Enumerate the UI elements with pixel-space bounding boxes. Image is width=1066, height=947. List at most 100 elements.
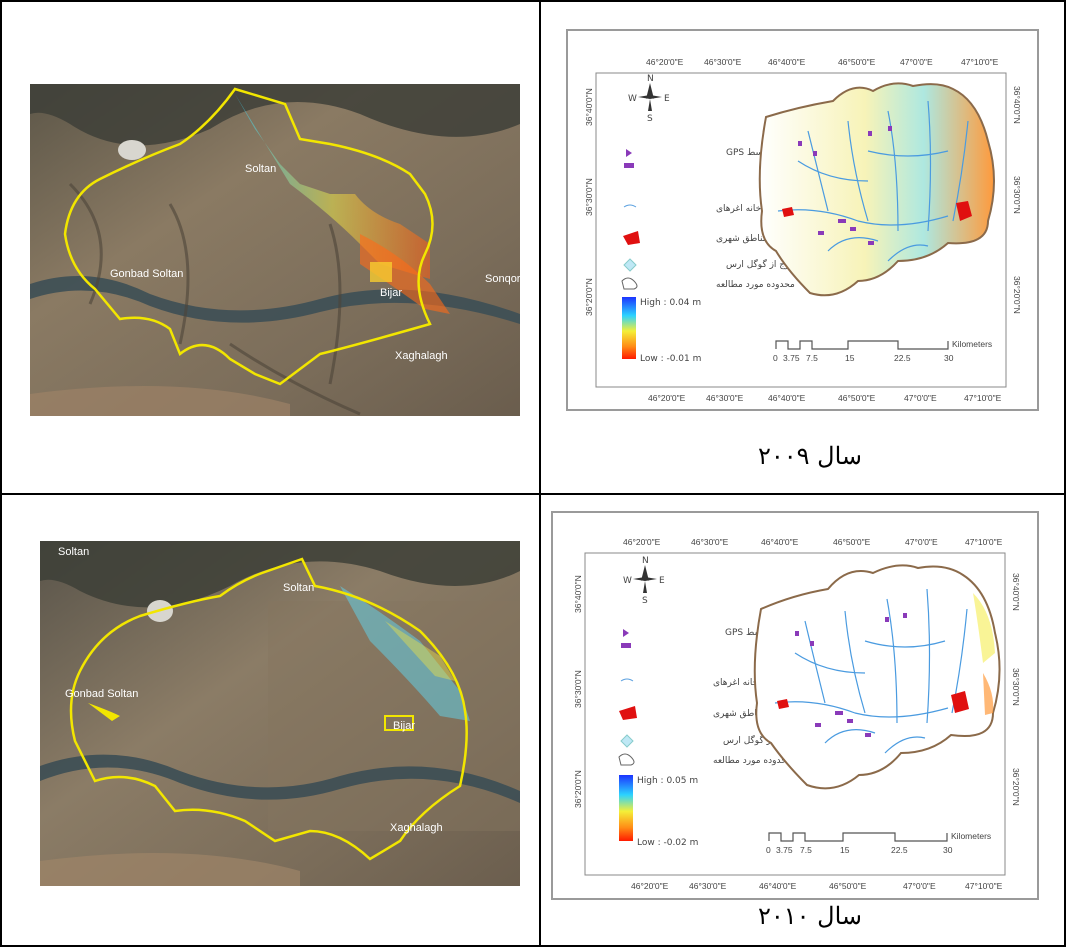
svg-text:W: W xyxy=(628,94,637,104)
svg-text:30: 30 xyxy=(943,845,953,855)
svg-text:Kilometers: Kilometers xyxy=(951,831,991,841)
coord-label: 46°50'0"E xyxy=(829,881,867,891)
town-label: Soltan xyxy=(58,546,89,558)
coord-label: 46°50'0"E xyxy=(833,537,871,547)
table-border-top xyxy=(0,0,1066,2)
coord-label: 46°20'0"E xyxy=(646,57,684,67)
town-label: Sonqor xyxy=(485,273,520,285)
svg-text:مناطق شهری: مناطق شهری xyxy=(713,709,765,719)
svg-text:High : 0.04 m: High : 0.04 m xyxy=(640,298,701,308)
landslide-map-2010: 46°20'0"E 46°30'0"E 46°40'0"E 46°50'0"E … xyxy=(551,511,1039,900)
town-label: Gonbad Soltan xyxy=(65,688,138,700)
urban-area-icon xyxy=(623,231,640,245)
coord-label: 47°0'0"E xyxy=(904,393,937,403)
river-icon xyxy=(620,678,634,682)
svg-text:رودخانه اغرهای: رودخانه اغرهای xyxy=(713,678,771,688)
svg-text:7.5: 7.5 xyxy=(806,353,818,363)
study-basin xyxy=(758,82,995,297)
coord-label: 47°0'0"E xyxy=(905,537,938,547)
coord-label: 46°30'0"E xyxy=(706,393,744,403)
coord-label: 36°30'0"N xyxy=(573,670,583,708)
coord-label: 46°20'0"E xyxy=(648,393,686,403)
landslide-map-2009: 46°20'0"E 46°30'0"E 46°40'0"E 46°50'0"E … xyxy=(566,29,1039,411)
year-caption-2009: سال ۲۰۰۹ xyxy=(757,442,863,470)
scale-bar: 0 3.75 7.5 15 22.5 30 Kilometers xyxy=(766,831,991,855)
svg-text:0: 0 xyxy=(766,845,771,855)
urban-area-icon xyxy=(619,706,637,720)
coord-label: 47°10'0"E xyxy=(965,537,1003,547)
north-arrow-icon: N S E W xyxy=(623,556,665,606)
svg-text:Low : -0.01 m: Low : -0.01 m xyxy=(640,354,701,364)
coord-label: 36°30'0"N xyxy=(1011,668,1021,706)
town-label: Gonbad Soltan xyxy=(110,268,183,280)
svg-text:S: S xyxy=(642,596,648,606)
svg-text:High : 0.05 m: High : 0.05 m xyxy=(637,776,698,786)
coord-label: 36°40'0"N xyxy=(1012,86,1022,124)
scale-bar: 0 3.75 7.5 15 22.5 30 Kilometers xyxy=(773,339,992,363)
svg-text:رودخانه اغرهای: رودخانه اغرهای xyxy=(716,204,774,214)
town-label: Xaghalagh xyxy=(390,822,443,834)
coord-label: 46°40'0"E xyxy=(768,393,806,403)
coord-label: 46°50'0"E xyxy=(838,393,876,403)
svg-text:محدوده مورد مطالعه: محدوده مورد مطالعه xyxy=(713,756,792,766)
svg-text:Low : -0.02 m: Low : -0.02 m xyxy=(637,838,698,848)
coord-label: 46°50'0"E xyxy=(838,57,876,67)
gps-point-icon xyxy=(626,149,632,157)
svg-text:W: W xyxy=(623,576,632,586)
town-label: Bijar xyxy=(380,287,402,299)
town-label: Soltan xyxy=(283,582,314,594)
coord-label: 47°0'0"E xyxy=(900,57,933,67)
svg-text:0: 0 xyxy=(773,353,778,363)
coord-label: 46°20'0"E xyxy=(631,881,669,891)
svg-text:N: N xyxy=(642,556,649,566)
gps-point-icon xyxy=(623,629,629,637)
table-border-bottom xyxy=(0,945,1066,947)
study-area-icon xyxy=(618,753,635,766)
coord-label: 36°20'0"N xyxy=(1011,768,1021,806)
town-label: Xaghalagh xyxy=(395,350,448,362)
river-icon xyxy=(623,204,637,208)
coord-label: 47°10'0"E xyxy=(961,57,999,67)
svg-text:E: E xyxy=(659,576,665,586)
coord-label: 36°40'0"N xyxy=(584,88,594,126)
svg-text:S: S xyxy=(647,114,653,124)
landslide-icon xyxy=(623,258,637,272)
satellite-image-2010: Gonbad Soltan Soltan Bijar Xaghalagh Sol… xyxy=(40,541,520,886)
svg-text:E: E xyxy=(664,94,670,104)
town-label: Soltan xyxy=(245,163,276,175)
coord-label: 46°30'0"E xyxy=(689,881,727,891)
study-area-icon xyxy=(621,277,638,290)
coord-label: 46°30'0"E xyxy=(691,537,729,547)
year-caption-2010: سال ۲۰۱۰ xyxy=(757,902,863,930)
coord-label: 36°20'0"N xyxy=(1012,276,1022,314)
table-border-center xyxy=(539,0,541,947)
svg-text:مناطق شهری: مناطق شهری xyxy=(716,234,768,244)
coord-label: 46°20'0"E xyxy=(623,537,661,547)
coord-label: 46°40'0"E xyxy=(768,57,806,67)
color-ramp xyxy=(619,775,633,841)
svg-text:3.75: 3.75 xyxy=(776,845,793,855)
coord-label: 36°30'0"N xyxy=(1012,176,1022,214)
coord-label: 36°40'0"N xyxy=(573,575,583,613)
landslide-icon xyxy=(620,734,634,748)
svg-text:Kilometers: Kilometers xyxy=(952,339,992,349)
coord-label: 36°40'0"N xyxy=(1011,573,1021,611)
coord-label: 36°20'0"N xyxy=(584,278,594,316)
coord-label: 47°10'0"E xyxy=(964,393,1002,403)
study-basin xyxy=(753,564,1001,790)
table-border-middle xyxy=(0,493,1066,495)
svg-text:محدوده مورد مطالعه: محدوده مورد مطالعه xyxy=(716,280,795,290)
town-label: Bijar xyxy=(393,720,415,732)
coord-label: 46°40'0"E xyxy=(761,537,799,547)
table-border-right xyxy=(1064,0,1066,947)
coord-label: 36°30'0"N xyxy=(584,178,594,216)
svg-text:22.5: 22.5 xyxy=(891,845,908,855)
coord-label: 47°0'0"E xyxy=(903,881,936,891)
coord-label: 36°20'0"N xyxy=(573,770,583,808)
north-arrow-icon: N S E W xyxy=(628,74,670,124)
color-ramp xyxy=(622,297,636,359)
coord-label: 46°40'0"E xyxy=(759,881,797,891)
svg-text:3.75: 3.75 xyxy=(783,353,800,363)
svg-text:7.5: 7.5 xyxy=(800,845,812,855)
